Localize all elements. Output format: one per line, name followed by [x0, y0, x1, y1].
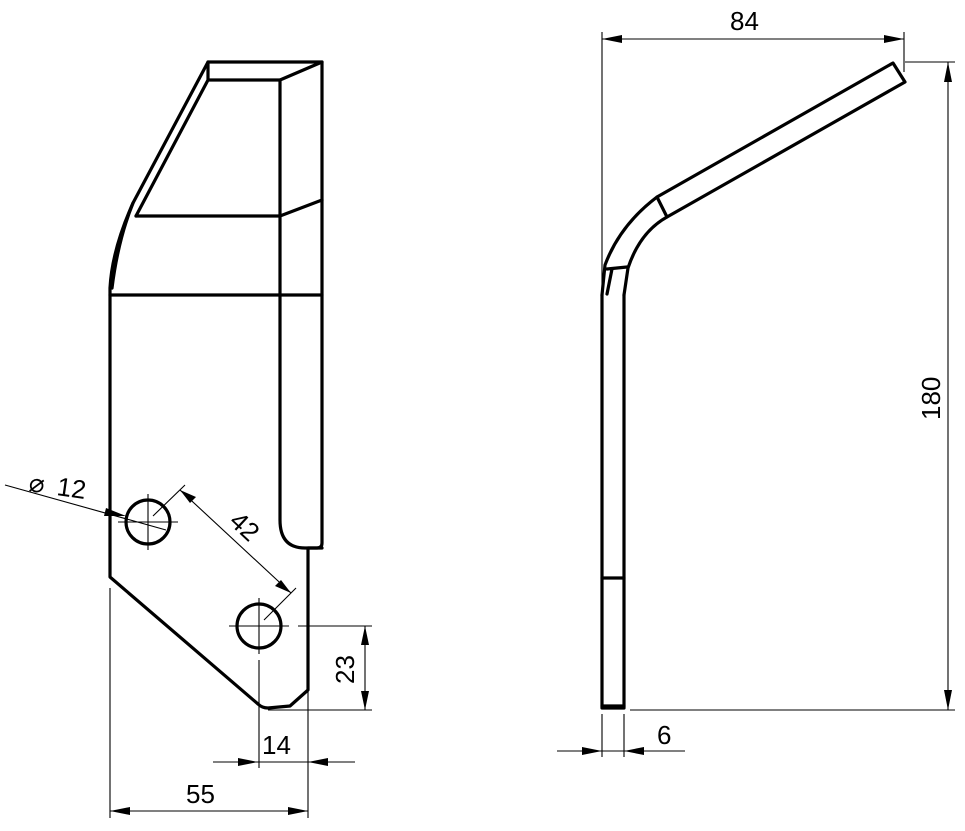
front-view-outline [108, 60, 324, 710]
side-width-value: 84 [730, 6, 759, 36]
dimension-side-height: 180 [630, 61, 955, 711]
center-marks [118, 494, 372, 768]
top-bevel-face [134, 60, 324, 218]
inner-vertical-edge [278, 78, 324, 550]
side-view: 84 180 6 [557, 6, 955, 757]
hole-offset-value: 14 [262, 730, 291, 760]
dimension-front-width: 55 [109, 588, 308, 818]
chamfer-edge [110, 201, 135, 290]
diameter-symbol: ⌀ [27, 467, 47, 499]
dimension-side-width: 84 [601, 6, 905, 295]
side-bend-section-lower [605, 265, 629, 296]
dimension-hole-offset: 14 [213, 690, 355, 818]
side-bar-outline [600, 293, 626, 710]
spacing-value: 42 [224, 505, 266, 547]
dimension-hole-diameter: ⌀ 12 [4, 467, 167, 531]
side-bend-outer [600, 61, 907, 297]
front-width-value: 55 [186, 779, 215, 809]
section-line-upper-bevel [278, 198, 324, 218]
thickness-value: 6 [657, 720, 671, 750]
dimension-hole-height: 23 [268, 626, 372, 711]
front-view: ⌀ 12 42 23 14 [4, 60, 372, 818]
diameter-value: 12 [55, 471, 88, 505]
side-bend-section-upper [655, 195, 669, 219]
dimension-hole-spacing: 42 [152, 484, 297, 621]
dimension-thickness: 6 [557, 714, 685, 757]
hole-height-value: 23 [330, 655, 360, 684]
side-height-value: 180 [916, 377, 946, 420]
